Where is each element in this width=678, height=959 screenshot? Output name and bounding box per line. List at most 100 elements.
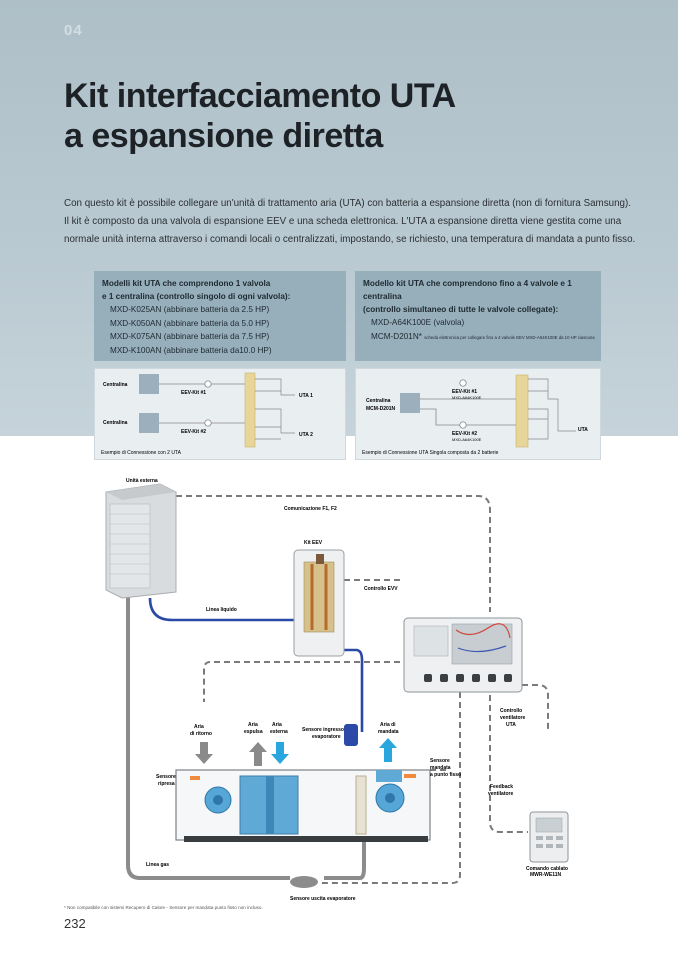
left-box-item: MXD-K100AN (abbinare batteria da10.0 HP) [110, 345, 272, 355]
supply-sensor-label-2: mandata [430, 765, 451, 771]
eev-kit-2-label: EEV-Kit #2 [452, 431, 477, 437]
wired-remote-icon [529, 811, 569, 863]
uta-2-label: UTA 2 [299, 432, 313, 438]
centralina-label: Centralina [366, 398, 391, 404]
wired-remote-label-2: MWR-WE11N [530, 872, 562, 878]
centralina-model: MCM-D201N [366, 406, 396, 412]
return-sensor-icon [190, 776, 200, 780]
evaporator-inlet-label-1: Sensore ingresso [302, 727, 344, 733]
fan-feedback-label-2: ventilatore [488, 791, 514, 797]
valve-1-icon [204, 380, 212, 388]
centralina-2-box [139, 413, 159, 433]
intro-paragraph: Con questo kit è possibile collegare un'… [64, 195, 635, 249]
outside-air-label-1: Aria [272, 722, 282, 728]
pipe-lines [528, 378, 576, 440]
supply-sensor-label-1: Sensore [430, 758, 450, 764]
right-diagram-caption: Esempio di Connessione UTA Singola compo… [362, 450, 499, 456]
valve-2-icon [204, 419, 212, 427]
supply-sensor-label-3: a punto fisso [430, 772, 461, 778]
right-box-item-2-note: scheda elettronica per collegare fino a … [424, 334, 595, 340]
ahu-unit-icon [175, 769, 431, 842]
communication-label: Comunicazione F1, F2 [284, 506, 337, 512]
left-box-title-1: Modelli kit UTA che comprendono 1 valvol… [102, 279, 271, 288]
wired-remote-label-1: Comando cablato [526, 866, 568, 872]
eev-kit-1-label: EEV-Kit #1 [181, 390, 206, 396]
wires [420, 398, 516, 426]
outdoor-unit-icon [105, 483, 177, 599]
supply-air-label-2: mandata [378, 729, 399, 735]
centralina-1-box [139, 374, 159, 394]
supply-air-label-1: Aria di [380, 722, 396, 728]
right-connection-diagram: Centralina MCM-D201N EEV-Kit #1 MXD-A64K… [355, 368, 601, 460]
left-models-box: Modelli kit UTA che comprendono 1 valvol… [94, 271, 346, 361]
return-air-arrow-icon [195, 742, 213, 764]
right-box-title-1: Modello kit UTA che comprendono fino a 4… [363, 279, 572, 301]
left-connection-diagram: Centralina Centralina EEV-Kit #1 EEV-Kit… [94, 368, 346, 460]
centralina-2-label: Centralina [103, 420, 128, 426]
page-title: Kit interfacciamento UTA a espansione di… [64, 76, 456, 156]
pipe-lines [255, 378, 295, 440]
fan-control-label-2: ventilatore [500, 715, 526, 721]
evaporator-inlet-label-2: evaporatore [312, 734, 341, 740]
right-box-item-2-code: MCM-D201N* [371, 331, 422, 341]
return-sensor-label-2: ripresa [158, 781, 175, 787]
right-box-item-2: MCM-D201N* scheda elettronica per colleg… [363, 330, 595, 345]
coil-icon [515, 374, 529, 448]
outside-air-label-2: esterna [270, 729, 288, 735]
right-box-title-2: (controllo simultaneo di tutte le valvol… [363, 305, 559, 314]
eev-kit-icon [293, 549, 345, 657]
return-air-label-1: Aria [194, 724, 204, 730]
page-number: 232 [64, 916, 86, 931]
left-diagram-caption: Esempio di Connessione con 2 UTA [101, 450, 182, 456]
evaporator-inlet-sensor-icon [344, 724, 358, 746]
footnote: * Non compatibile con sistemi Recupero d… [64, 905, 263, 910]
fan-feedback-label-1: Feedback [490, 784, 513, 790]
left-diagram-svg: Centralina Centralina EEV-Kit #1 EEV-Kit… [101, 372, 313, 456]
gas-line [126, 592, 366, 880]
exhaust-air-arrow-icon [249, 742, 267, 766]
section-number: 04 [64, 22, 83, 39]
centralina-box [400, 393, 420, 413]
title-line-2: a espansione diretta [64, 117, 383, 155]
supply-air-arrow-icon [379, 738, 397, 762]
valve-2-icon [459, 421, 467, 429]
intro-line-1: Con questo kit è possibile collegare un'… [64, 198, 631, 209]
eev-kit-1-model: MXD-A64K100E [452, 395, 482, 400]
fan-control-label-3: UTA [506, 722, 516, 728]
title-line-1: Kit interfacciamento UTA [64, 77, 456, 115]
evaporator-outlet-label: Sensore uscita evaporatore [290, 896, 356, 902]
communication-lines [176, 495, 549, 884]
left-box-item: MXD-K050AN (abbinare batteria da 5.0 HP) [110, 318, 270, 328]
evv-control-label: Controllo EVV [364, 586, 398, 592]
exhaust-air-label-2: espulsa [244, 729, 263, 735]
valve-1-icon [459, 379, 467, 387]
uta-label: UTA [578, 427, 588, 433]
right-models-box: Modello kit UTA che comprendono fino a 4… [355, 271, 601, 361]
left-box-item: MXD-K075AN (abbinare batteria da 7.5 HP) [110, 332, 270, 341]
control-board-icon [403, 617, 523, 693]
outside-air-arrow-icon [271, 742, 289, 764]
right-diagram-svg: Centralina MCM-D201N EEV-Kit #1 MXD-A64K… [362, 374, 588, 456]
installation-diagram: Unità esterna Comunicazione F1, F2 Kit E… [105, 478, 569, 902]
left-box-title-2: e 1 centralina (controllo singolo di ogn… [102, 292, 291, 301]
supply-sensor-icon [404, 774, 416, 778]
evaporator-outlet-sensor-icon [290, 876, 318, 888]
outdoor-unit-label: Unità esterna [126, 478, 158, 484]
eev-kit-1-label: EEV-Kit #1 [452, 389, 477, 395]
return-sensor-label-1: Sensore [156, 774, 176, 780]
liquid-line [148, 597, 364, 732]
exhaust-air-label-1: Aria [248, 722, 258, 728]
return-air-label-2: di ritorno [190, 731, 212, 737]
coil-icon [244, 372, 256, 448]
header-band [0, 0, 678, 436]
eev-kit-2-model: MXD-A64K100E [452, 437, 482, 442]
uta-1-label: UTA 1 [299, 393, 313, 399]
intro-line-2: Il kit è composto da una valvola di espa… [64, 216, 622, 227]
centralina-1-label: Centralina [103, 382, 128, 388]
right-box-item-1: MXD-A64K100E (valvola) [371, 318, 465, 327]
left-box-item: MXD-K025AN (abbinare batteria da 2.5 HP) [110, 305, 270, 314]
fan-control-label-1: Controllo [500, 708, 522, 714]
eev-kit-2-label: EEV-Kit #2 [181, 429, 206, 435]
eev-kit-label: Kit EEV [304, 540, 323, 546]
gas-line-label: Linea gas [146, 862, 169, 868]
